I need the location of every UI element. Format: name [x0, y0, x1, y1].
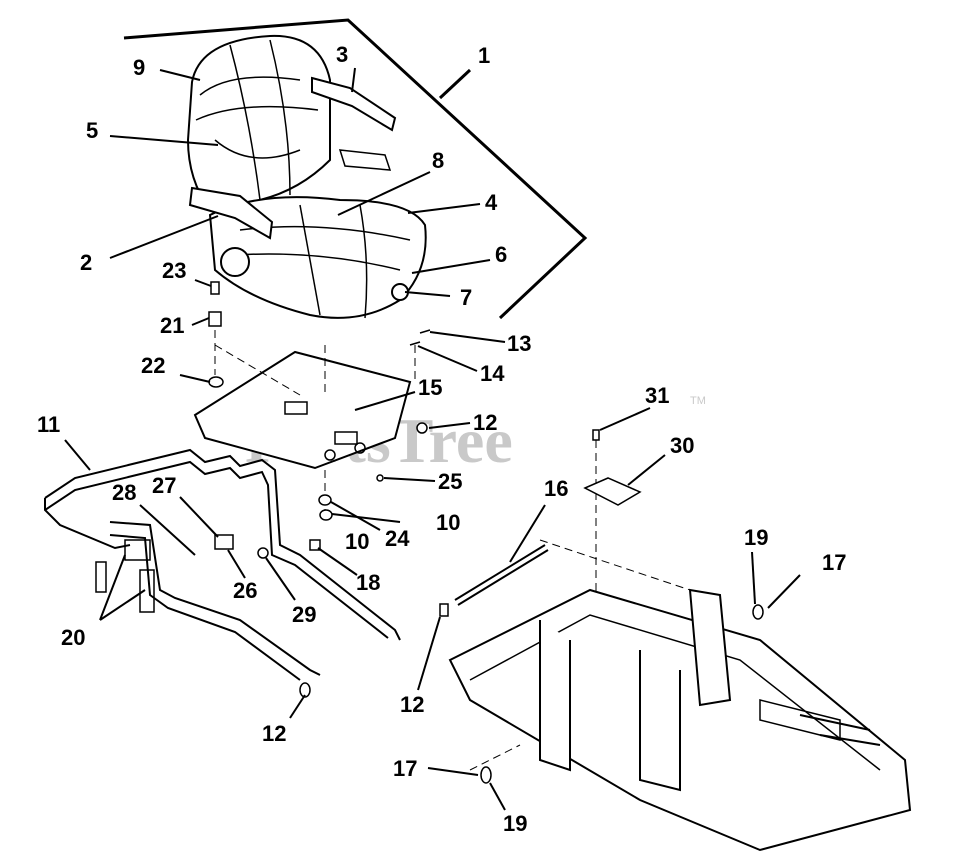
callout-14: 14: [480, 361, 505, 386]
callout-1: 1: [478, 43, 490, 68]
callout-25: 25: [438, 469, 462, 494]
callout-17a: 17: [822, 550, 846, 575]
callout-10a: 10: [345, 529, 369, 554]
callout-11: 11: [37, 412, 60, 437]
seat-assembly-bracket: [123, 18, 588, 320]
seat-plate: [193, 350, 412, 470]
callout-3: 3: [336, 42, 348, 67]
callout-20: 20: [61, 625, 85, 650]
callout-24: 24: [385, 526, 410, 551]
callout-30: 30: [670, 433, 694, 458]
callout-5: 5: [86, 118, 98, 143]
callout-22: 22: [141, 353, 165, 378]
callout-21: 21: [160, 313, 184, 338]
callout-12a: 12: [473, 410, 497, 435]
callout-9: 9: [133, 55, 145, 80]
callout-4: 4: [485, 190, 498, 215]
watermark-trademark: TM: [690, 395, 706, 407]
callout-16: 16: [544, 476, 568, 501]
bracket: [583, 477, 642, 506]
callout-8: 8: [432, 148, 444, 173]
callout-31: 31: [645, 383, 669, 408]
seat: [186, 34, 427, 319]
callout-19b: 19: [503, 811, 527, 836]
callout-7: 7: [460, 285, 472, 310]
callout-27: 27: [152, 473, 176, 498]
seat-rails: [44, 448, 401, 681]
callout-17b: 17: [393, 756, 417, 781]
callout-23: 23: [162, 258, 186, 283]
callouts: 1 2 3 4 5 6 7 8 9 10 10 11 12 12 12 13 1…: [37, 42, 846, 836]
callout-6: 6: [495, 242, 507, 267]
hardware: [208, 281, 764, 784]
callout-10b: 10: [436, 510, 460, 535]
callout-28: 28: [112, 480, 136, 505]
callout-2: 2: [80, 250, 92, 275]
callout-12c: 12: [262, 721, 286, 746]
callout-12b: 12: [400, 692, 424, 717]
callout-26: 26: [233, 578, 257, 603]
callout-15: 15: [418, 375, 442, 400]
callout-13: 13: [507, 331, 531, 356]
callout-29: 29: [292, 602, 316, 627]
mower-frame: [448, 588, 912, 852]
leader-lines: [64, 67, 801, 811]
callout-18: 18: [356, 570, 380, 595]
rod: [454, 544, 549, 606]
callout-19a: 19: [744, 525, 768, 550]
